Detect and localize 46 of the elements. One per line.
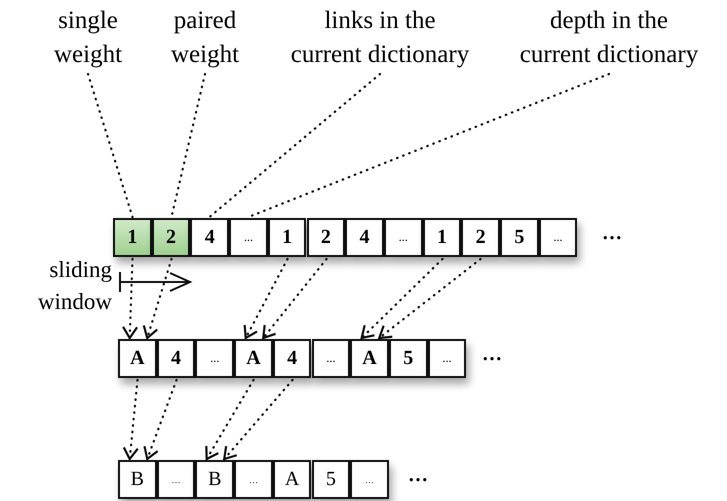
array-cell: … [428, 339, 466, 378]
arrow [142, 258, 173, 340]
array-cell: 5 [312, 460, 350, 499]
array-cell: 4 [156, 339, 196, 378]
array-cell: A [234, 339, 273, 378]
arrow [205, 378, 255, 460]
caption-text: paired weight [155, 4, 255, 72]
ellipsis-text: … [602, 222, 622, 245]
window-label: sliding window [36, 256, 112, 316]
array-cell: … [234, 460, 273, 499]
array-cell: B [118, 460, 157, 499]
array-cell: … [156, 460, 196, 499]
array-cell: … [229, 218, 268, 257]
highlighted-array-cell: 1 [113, 218, 152, 257]
leader-line [208, 72, 382, 218]
caption-text: single weight [40, 4, 136, 72]
array-cell: 4 [272, 339, 312, 378]
array-cell: A [118, 339, 157, 378]
array-cell: B [195, 460, 234, 499]
array-cell: 2 [306, 218, 346, 257]
array-cell: … [195, 339, 234, 378]
array-cell: A [272, 460, 312, 499]
array-cell: 1 [422, 218, 462, 257]
array-cell: 4 [345, 218, 384, 257]
arrow [122, 378, 139, 460]
array-cell: … [350, 460, 389, 499]
arrow [223, 378, 294, 460]
arrow [244, 258, 289, 340]
ellipsis-text: … [482, 343, 502, 366]
array-cell: 4 [190, 218, 230, 257]
array-cell: … [538, 218, 578, 257]
array-cell: A [350, 339, 389, 378]
leader-line [86, 72, 134, 218]
arrow [262, 258, 328, 340]
arrow [378, 258, 482, 340]
arrow [143, 378, 178, 460]
highlighted-array-cell: 2 [152, 218, 190, 257]
arrow [122, 258, 138, 340]
array-cell: 5 [500, 218, 539, 257]
array-cell: 2 [461, 218, 500, 257]
array-cell: … [384, 218, 423, 257]
array-cell: 5 [388, 339, 428, 378]
array-cell: … [312, 339, 350, 378]
arrow [360, 258, 444, 340]
ellipsis-text: … [408, 464, 428, 487]
array-cell: 1 [268, 218, 306, 257]
